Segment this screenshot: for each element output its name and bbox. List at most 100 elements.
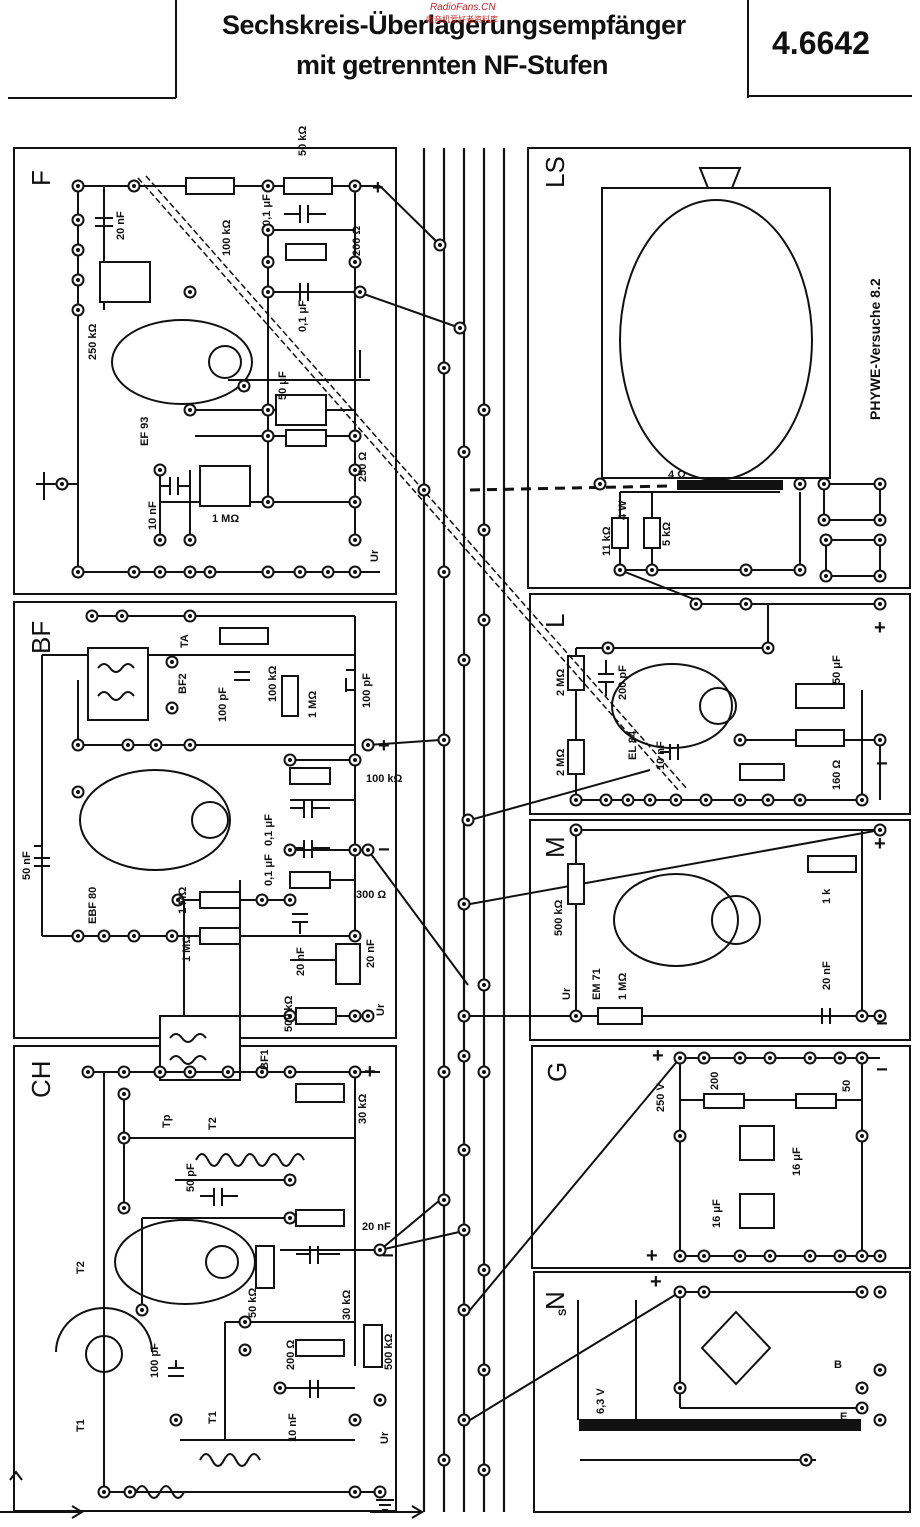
label-50pF-CH: 50 pF xyxy=(185,1163,197,1192)
capacitor-0.1uF-b-F xyxy=(284,283,326,301)
title-line-1: Sechskreis-Überlagerungsempfänger xyxy=(222,10,686,40)
label-1M-b-BF: 1 MΩ xyxy=(181,935,193,962)
resistor-1k-M xyxy=(807,855,857,873)
coil-T1-CH xyxy=(135,1453,261,1499)
label-Ur-F: Ur xyxy=(369,549,381,562)
bridge-rectifier xyxy=(700,1310,772,1386)
terminal-minus-L: − xyxy=(876,753,888,775)
terminal-minus-CH: − xyxy=(382,1245,394,1267)
capacitor-20nF-a-BF xyxy=(292,913,308,934)
potentiometer-1M-F xyxy=(199,465,251,507)
module-LS-terminals xyxy=(593,477,887,583)
tube-ECH-cathode xyxy=(205,1245,239,1279)
label-500k-M: 500 kΩ xyxy=(553,899,565,936)
label-4W-LS: 4 W xyxy=(617,500,629,520)
resistor-200-F xyxy=(285,243,327,261)
terminal-minus-M: − xyxy=(876,1013,888,1035)
resistor-100k-b-BF xyxy=(289,767,331,785)
watermark-text: RadioFans.CN xyxy=(430,2,496,13)
label-30k-a-CH: 30 kΩ xyxy=(357,1094,369,1124)
module-label-L: L xyxy=(540,614,570,628)
terminal-plus-L: + xyxy=(874,617,886,639)
tube-EF93-cathode xyxy=(208,345,242,379)
capacitor-10nF-L xyxy=(660,744,679,760)
output-transformer xyxy=(677,480,783,490)
shielded-cable xyxy=(137,175,689,793)
label-20nF-M: 20 nF xyxy=(821,961,833,990)
label-11k-LS: 11 kΩ xyxy=(601,526,613,556)
label-5k-LS: 5 kΩ xyxy=(661,522,673,546)
label-6.3V-Ns: 6,3 V xyxy=(595,1388,607,1414)
electrolytic-50uF-L xyxy=(795,683,845,709)
terminal-minus-G: − xyxy=(876,1059,888,1081)
resistor-2M-b-L xyxy=(567,739,585,775)
label-16uF-a-G: 16 μF xyxy=(791,1147,803,1176)
resistor-500k-CH xyxy=(363,1324,383,1368)
label-500k-CH: 500 kΩ xyxy=(383,1333,395,1370)
label-01uF-a-BF: 0,1 μF xyxy=(263,814,275,846)
label-30k-b-CH: 30 kΩ xyxy=(341,1290,353,1320)
terminal-plus-Ns: + xyxy=(650,1271,662,1293)
label-160-L: 160 Ω xyxy=(831,760,843,790)
label-100k-BF: 100 kΩ xyxy=(267,665,279,702)
module-frame-F xyxy=(13,147,397,595)
resistor-30k-b-CH xyxy=(295,1209,345,1227)
module-label-CH: CH xyxy=(26,1060,56,1098)
module-frame-Ns xyxy=(533,1271,911,1513)
potentiometer-50-G xyxy=(795,1093,837,1109)
phywe-label: PHYWE-Versuche 8.2 xyxy=(867,278,883,420)
module-label-Ns: N xyxy=(540,1291,570,1310)
label-EM71: EM 71 xyxy=(591,968,603,1000)
label-1M-BF: 1 MΩ xyxy=(307,691,319,718)
label-10nF-CH: 10 nF xyxy=(287,1413,299,1442)
label-200pF-L: 200 pF xyxy=(617,665,629,700)
label-20nF-b-BF: 20 nF xyxy=(365,939,377,968)
resistor-2M-a-L xyxy=(567,655,585,691)
module-frame-G xyxy=(531,1045,911,1269)
speaker-cone xyxy=(619,199,813,481)
label-20nF-a-BF: 20 nF xyxy=(295,947,307,976)
label-BF2: BF2 xyxy=(177,673,189,694)
tube-EM71 xyxy=(613,873,739,967)
module-F-wiring xyxy=(44,185,461,578)
label-50uF-L: 50 μF xyxy=(831,655,843,684)
electrolytic-16uF-b-G xyxy=(739,1193,775,1229)
capacitor-0.1uF-a-F xyxy=(284,205,326,223)
label-50nF-BF: 50 nF xyxy=(21,851,33,880)
resistor-1M-BF xyxy=(281,675,299,717)
module-Ns-drawing xyxy=(469,1291,862,1461)
bus-bars xyxy=(422,148,506,1512)
resistor-1M-M xyxy=(597,1007,643,1025)
potentiometer-250k-F xyxy=(99,261,151,303)
transformer-BF2 xyxy=(87,647,149,721)
resistor-160-L xyxy=(795,729,845,747)
label-250V-G: 250 V xyxy=(655,1083,667,1112)
module-L-wiring xyxy=(469,603,881,821)
tube-EM71-eye xyxy=(711,895,761,945)
module-Ns-terminals xyxy=(673,1285,887,1467)
label-200-G: 200 xyxy=(709,1072,721,1090)
label-10nF-L: 10 nF xyxy=(655,741,667,770)
label-1M-F: 1 MΩ xyxy=(212,513,239,525)
resistor-1M-b-BF xyxy=(199,927,241,945)
label-4ohm-LS: 4 Ω xyxy=(668,469,686,481)
label-Ur-CH: Ur xyxy=(379,1431,391,1444)
label-50k-F: 50 kΩ xyxy=(297,126,309,156)
capacitor-10nF-CH xyxy=(296,1380,340,1398)
tube-EBF80-cathode xyxy=(191,801,229,839)
resistor-200-CH xyxy=(295,1339,345,1357)
label-TA: TA xyxy=(179,634,191,648)
label-20nF-CH: 20 nF xyxy=(362,1221,391,1233)
label-20nF-F: 20 nF xyxy=(115,211,127,240)
label-300-BF: 300 Ω xyxy=(356,889,386,901)
bus-terminals xyxy=(417,238,491,1477)
label-T1: T1 xyxy=(75,1419,87,1432)
label-EF93: EF 93 xyxy=(139,417,151,446)
capacitor-100pF-CH xyxy=(168,1360,184,1377)
label-500k-BF: 500 kΩ xyxy=(283,995,295,1032)
label-T2: T2 xyxy=(75,1261,87,1274)
module-label-BF: BF xyxy=(26,621,56,654)
tube-ECH xyxy=(114,1219,256,1305)
label-200-F: 200 Ω xyxy=(351,226,363,256)
module-CH-wiring xyxy=(88,1071,469,1493)
